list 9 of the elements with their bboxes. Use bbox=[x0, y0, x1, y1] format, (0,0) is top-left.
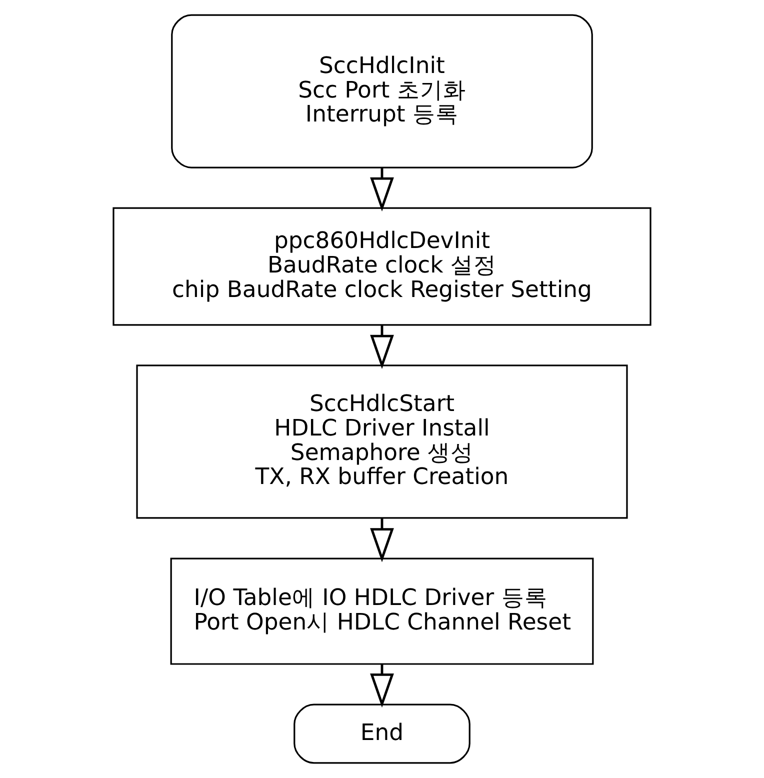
node-box: I/O Table에 IO HDLC Driver 등록 Port Open시 HDLC Channel Reset bbox=[170, 558, 594, 665]
arrow bbox=[370, 168, 394, 212]
arrow bbox=[370, 664, 394, 708]
node-box: SccHdlcInit Scc Port 초기화 Interrupt 등록 bbox=[171, 14, 593, 168]
node-box: ppc860HdlcDevInit BaudRate clock 설정 chip BaudRate clock Register Setting bbox=[112, 207, 652, 326]
node-box: SccHdlcStart HDLC Driver Install Semaphore 생성 TX, RX buffer Creation bbox=[136, 364, 628, 519]
node-box: End bbox=[294, 704, 470, 764]
arrow bbox=[370, 518, 394, 562]
arrow bbox=[370, 324, 394, 369]
